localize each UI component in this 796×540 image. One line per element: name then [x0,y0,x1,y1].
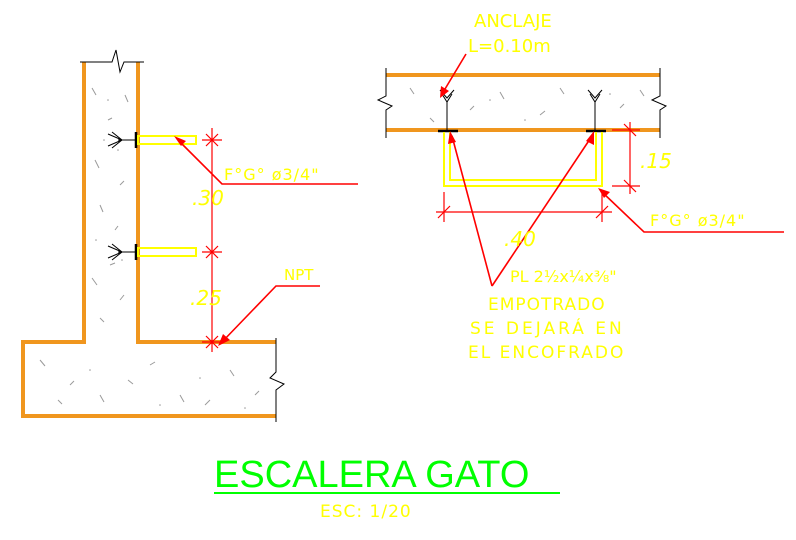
anchor-right [587,89,603,130]
anclaje-line2: L=0.10m [468,36,551,57]
fg-right-label: F°G° ø3/4" [650,211,746,230]
leader-fg-left [174,136,358,185]
left-wall-section: F°G° ø3/4" .30 .25 NPT [21,49,358,422]
npt-label: NPT [284,266,314,284]
dim-15 [612,122,640,194]
rung-lower [107,243,197,261]
right-slab-section: ANCLAJE L=0.10m .15 .40 F°G° ø3/4" PL 2½… [376,11,784,363]
rung-upper [107,131,197,149]
empotrado-line1: EMPOTRADO [488,295,606,315]
pl-label: PL 2½x¼x⅜" [510,267,617,286]
dim-40 [436,192,612,222]
leader-pl [448,131,594,287]
empotrado-line2: SE DEJARÁ EN [470,317,625,339]
fg-left-label: F°G° ø3/4" [224,165,320,184]
drawing-scale: ESC: 1/20 [320,502,412,522]
concrete-hatch-footing [39,359,260,409]
dim-15-label: .15 [640,149,672,173]
concrete-hatch-slab [409,87,645,123]
dim-30-label: .30 [192,186,224,210]
leader-anclaje [440,53,467,98]
leader-fg-right [598,188,784,233]
left-dimension-chain [202,128,222,352]
drawing-title: ESCALERA GATO [214,454,529,496]
empotrado-line3: EL ENCOFRADO [468,343,625,363]
drawing-title-block: ESCALERA GATO ESC: 1/20 [214,454,560,522]
dim-40-label: .40 [504,227,536,251]
leader-npt [218,285,320,346]
dim-25-label: .25 [190,286,222,310]
concrete-hatch-wall [91,87,129,323]
anclaje-line1: ANCLAJE [474,11,552,32]
